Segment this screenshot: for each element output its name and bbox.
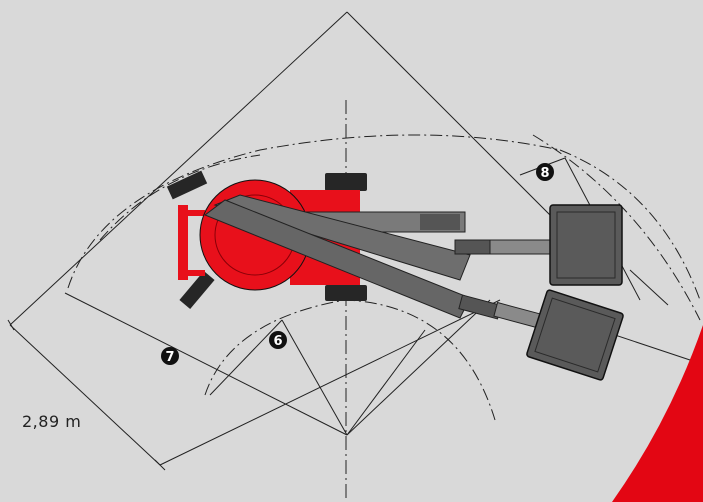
track-left-bottom — [179, 270, 215, 310]
inner-arc — [204, 299, 496, 421]
callout-7: 7 — [161, 347, 179, 365]
outrigger-arm-top — [185, 210, 205, 216]
callout-6: 6 — [269, 331, 287, 349]
track-bottom — [325, 285, 367, 301]
basket-arc — [532, 134, 701, 321]
dimension-label: 2,89 m — [22, 412, 82, 431]
upper-boom-b — [203, 199, 542, 329]
upper-boom-a — [213, 194, 551, 281]
basket-upper — [549, 204, 623, 286]
outrigger-bar — [178, 205, 188, 280]
callout-8-label: 8 — [540, 166, 549, 181]
track-left-top — [166, 170, 208, 200]
callout-7-label: 7 — [165, 350, 174, 365]
callout-6-label: 6 — [273, 334, 282, 349]
outer-arc-right — [559, 149, 701, 301]
dimension-ticks — [7, 319, 166, 471]
red-corner-accent — [612, 325, 703, 502]
callout-8: 8 — [536, 163, 554, 181]
outrigger-arm-bottom — [185, 270, 205, 276]
track-top — [325, 173, 367, 191]
dim-arc — [99, 154, 261, 241]
outer-arc — [67, 134, 561, 289]
basket-lower — [526, 289, 624, 381]
